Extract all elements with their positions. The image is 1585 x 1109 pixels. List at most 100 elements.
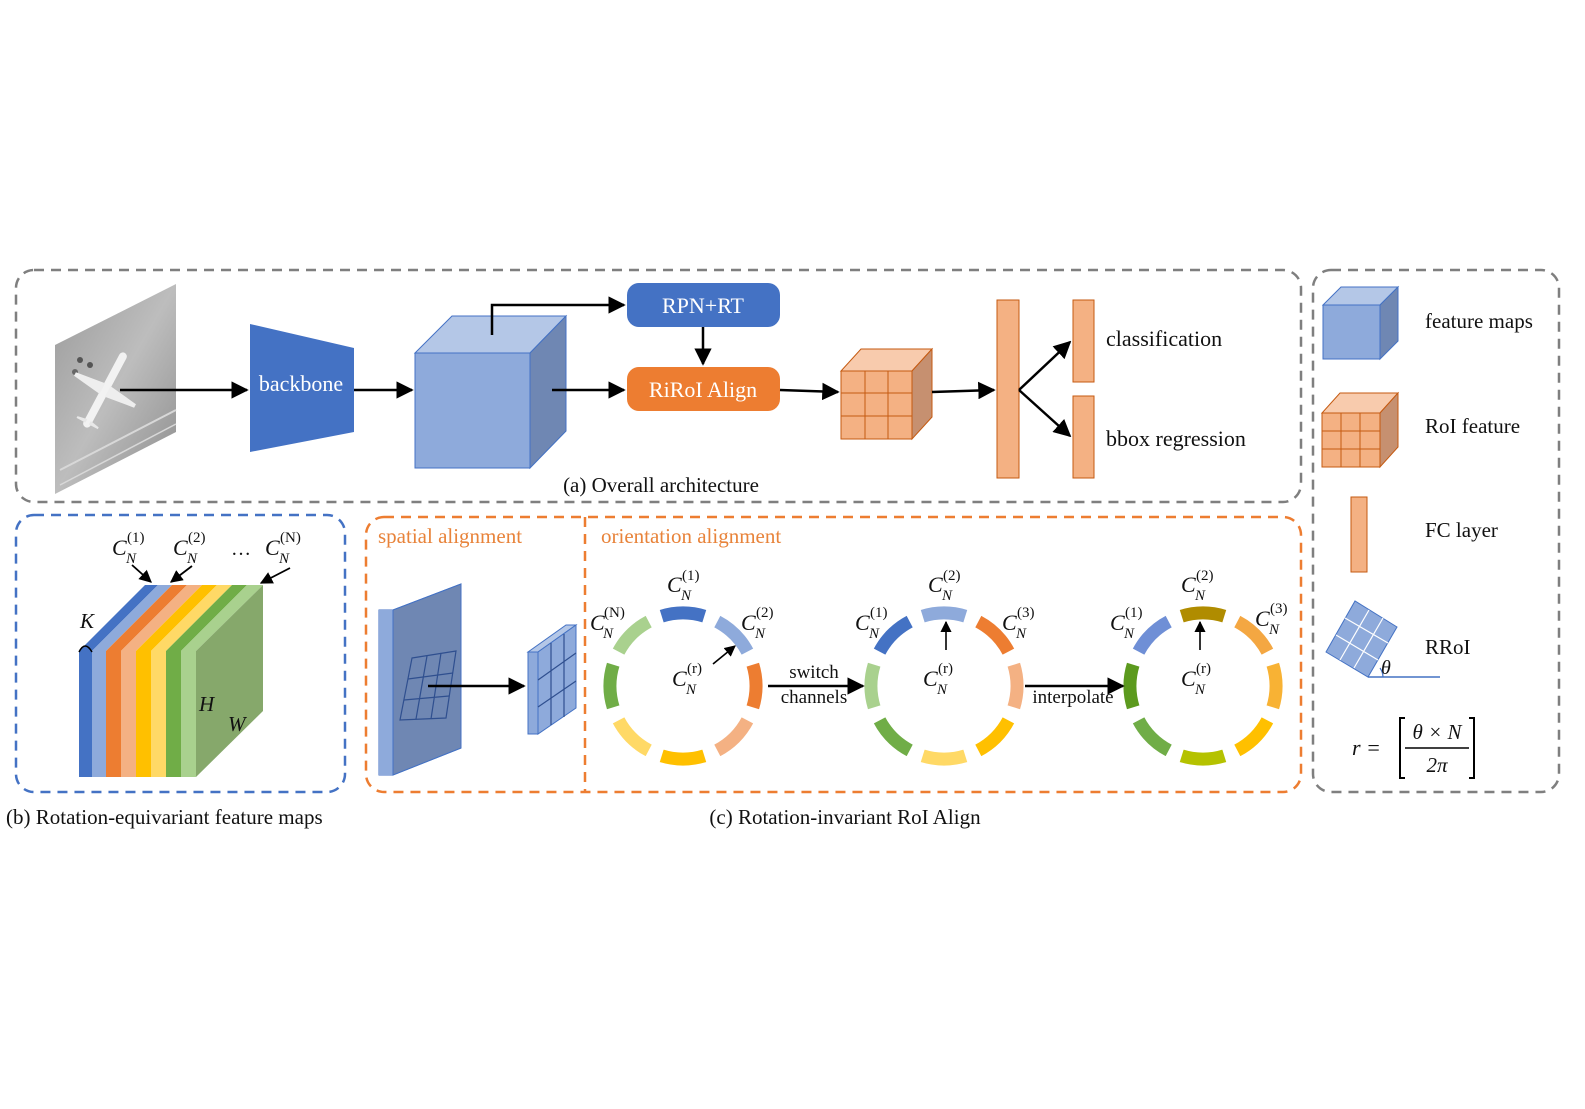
airplane-icon (74, 352, 136, 430)
legend-feature-maps: feature maps (1425, 309, 1533, 333)
svg-text:(2): (2) (943, 568, 961, 584)
legend-roi-feature: RoI feature (1425, 414, 1520, 438)
ring3-label-right: C (3) N (1255, 601, 1288, 638)
switch-label-1: switch (789, 662, 839, 683)
ring2-segment-8 (872, 614, 915, 657)
legend-fc-layer-icon (1350, 496, 1368, 573)
svg-text:(3): (3) (1270, 601, 1288, 617)
svg-text:C: C (1255, 606, 1270, 631)
feature-map-cube (413, 314, 568, 470)
ring2-label-center: C (r) N (923, 661, 953, 698)
ring1-segment-4 (712, 715, 755, 758)
switch-label-2: channels (781, 687, 847, 708)
ring2-segment-4 (973, 715, 1016, 758)
svg-text:(1): (1) (1125, 605, 1143, 621)
k-label: K (79, 609, 95, 633)
formula-denominator: 2π (1426, 753, 1448, 777)
arrow-ch1 (131, 564, 152, 583)
svg-text:(r): (r) (1196, 661, 1211, 677)
rirol-align-block (627, 367, 780, 411)
ring3-label-left: C (1) N (1110, 605, 1143, 642)
legend-frame (1311, 268, 1561, 794)
ring2-segment-5 (919, 748, 969, 767)
svg-text:N: N (278, 551, 290, 567)
ring1-segment-2 (712, 614, 755, 657)
svg-text:C: C (1181, 666, 1196, 691)
roi-feature-cube (839, 347, 934, 441)
svg-text:(1): (1) (682, 568, 700, 584)
panel-c-caption: (c) Rotation-invariant RoI Align (709, 805, 981, 829)
svg-text:C: C (672, 666, 687, 691)
ring1-pointer (712, 645, 736, 665)
rpn-rt-block (627, 283, 780, 327)
svg-text:(3): (3) (1017, 605, 1035, 621)
ring3-segment-7 (1122, 661, 1141, 711)
channel-label-n: C (N) N (265, 530, 301, 567)
legend-rroi: RRoI (1425, 635, 1471, 659)
ring-after-switch (863, 605, 1025, 767)
svg-text:N: N (685, 682, 697, 698)
svg-text:C: C (590, 610, 605, 635)
arrow-roi-to-fc (931, 381, 996, 400)
orientation-alignment-title: orientation alignment (601, 524, 781, 548)
spatial-big-plate (378, 583, 462, 776)
svg-text:(N): (N) (604, 605, 625, 621)
spatial-small-plate (526, 624, 578, 735)
ring3-segment-3 (1265, 661, 1284, 711)
panel-c-frame (364, 515, 1303, 794)
formula-lhs: r = (1352, 735, 1381, 760)
ring2-label-top: C (2) N (928, 568, 961, 604)
ring-before-switch (602, 605, 764, 767)
svg-text:N: N (125, 551, 137, 567)
formula-right-floor (1469, 717, 1475, 779)
head-classification: classification (1106, 326, 1222, 351)
equivariant-stack (79, 585, 263, 777)
svg-text:C: C (1002, 610, 1017, 635)
ring1-segment-8 (611, 614, 654, 657)
svg-text:C: C (923, 666, 938, 691)
ring1-segment-5 (658, 748, 708, 767)
backbone-block (250, 324, 354, 452)
ring3-segment-6 (1131, 715, 1174, 758)
ring3-segment-8 (1131, 614, 1174, 657)
formula-numerator: θ × N (1413, 720, 1463, 744)
ring2-segment-1 (919, 605, 969, 624)
ring3-label-top: C (2) N (1181, 568, 1214, 604)
svg-text:(N): (N) (280, 530, 301, 546)
ring1-segment-1 (658, 605, 708, 624)
svg-text:C: C (112, 535, 127, 560)
arrow-fc-to-cls (1018, 340, 1072, 391)
panel-a-frame (14, 268, 1303, 504)
h-label: H (198, 692, 216, 716)
w-label: W (228, 712, 248, 736)
spatial-alignment-title: spatial alignment (378, 524, 522, 548)
legend-rroi-icon (1325, 600, 1440, 678)
svg-text:C: C (855, 610, 870, 635)
ring1-segment-6 (611, 715, 654, 758)
svg-text:C: C (173, 535, 188, 560)
ring3-segment-4 (1232, 715, 1275, 758)
legend-theta: θ (1381, 657, 1391, 679)
svg-text:N: N (680, 588, 692, 604)
panel-a-caption: (a) Overall architecture (563, 473, 759, 497)
ring3-segment-1 (1178, 605, 1228, 624)
arrow-features-to-rpn (490, 296, 626, 335)
svg-text:N: N (1194, 682, 1206, 698)
rirol-align-label: RiRoI Align (649, 377, 757, 402)
arrow-fc-to-reg (1018, 389, 1072, 438)
svg-text:(2): (2) (188, 530, 206, 546)
ring1-segment-7 (602, 661, 621, 711)
interpolate-label: interpolate (1032, 687, 1113, 708)
panel-b-frame (14, 513, 347, 794)
ring1-label-center: C (r) N (672, 661, 702, 698)
fc-layer-main (996, 299, 1020, 479)
svg-text:N: N (1268, 622, 1280, 638)
arrow-chn (259, 567, 291, 584)
svg-text:C: C (741, 610, 756, 635)
channel-label-1: C (1) N (112, 530, 145, 567)
ring2-segment-2 (973, 614, 1016, 657)
svg-text:(2): (2) (756, 605, 774, 621)
head-bbox-regression: bbox regression (1106, 426, 1246, 451)
svg-text:C: C (1181, 572, 1196, 597)
aerial-image (55, 284, 177, 494)
